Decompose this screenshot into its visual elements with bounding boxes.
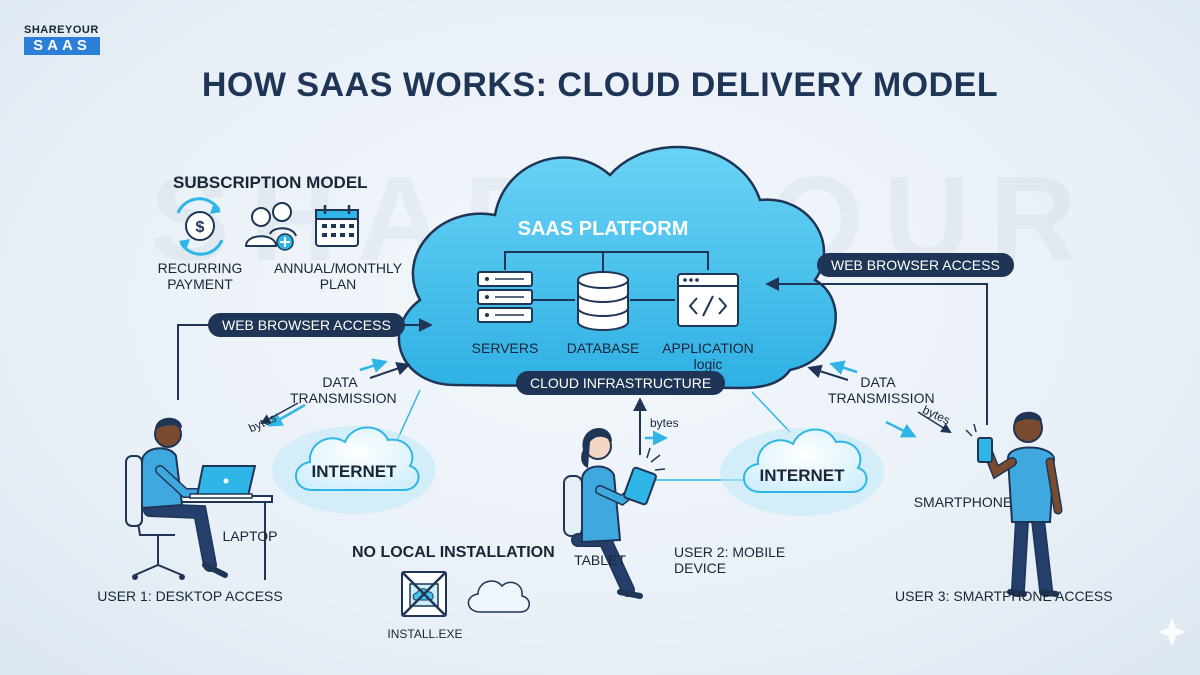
user1-desktop-illustration	[125, 417, 273, 580]
small-cloud-icon	[467, 580, 530, 613]
recurring-payment-icon: $	[176, 197, 224, 256]
left-data-label-2: TRANSMISSION	[290, 390, 397, 406]
svg-text:$: $	[196, 219, 205, 236]
recurring-label-1: RECURRING	[157, 260, 243, 276]
user2-tablet-illustration	[563, 428, 666, 599]
calendar-icon	[315, 205, 359, 247]
plan-label-2: PLAN	[319, 276, 357, 292]
center-bytes-label: bytes	[650, 416, 679, 430]
smartphone-label: SMARTPHONE	[913, 494, 1013, 510]
servers-label: SERVERS	[471, 340, 539, 356]
tablet-upload-arrow	[633, 397, 668, 455]
right-web-browser-badge: WEB BROWSER ACCESS	[817, 253, 1014, 277]
user3-smartphone-illustration	[965, 411, 1063, 597]
platform-title: SAAS PLATFORM	[517, 218, 689, 240]
left-data-label-1: DATA	[322, 374, 358, 390]
cloud-infrastructure-badge: CLOUD INFRASTRUCTURE	[516, 371, 726, 395]
left-data-arrows	[260, 358, 411, 427]
user3-label: USER 3: SMARTPHONE ACCESS	[895, 588, 1113, 604]
subscription-heading: SUBSCRIPTION MODEL	[173, 173, 368, 192]
saas-platform-cloud	[397, 145, 837, 390]
application-logic-label: logic	[693, 356, 723, 372]
sparkle-icon	[1158, 618, 1186, 646]
right-data-arrows	[807, 360, 952, 438]
platform-connectors	[504, 251, 709, 301]
left-web-browser-badge: WEB BROWSER ACCESS	[208, 313, 405, 337]
user2-label-2: DEVICE	[674, 560, 727, 576]
left-internet-cloud	[272, 426, 436, 514]
brand-logo-box: SAAS	[24, 37, 100, 55]
users-plus-icon	[244, 202, 297, 251]
laptop-label: LAPTOP	[222, 528, 278, 544]
brand-logo-top: SHAREYOUR	[24, 24, 99, 36]
tablet-label: TABLET	[574, 552, 626, 568]
application-label: APPLICATION	[662, 340, 754, 356]
database-icon	[577, 271, 629, 331]
user1-label: USER 1: DESKTOP ACCESS	[97, 588, 283, 604]
servers-icon	[477, 271, 533, 323]
right-data-label-2: TRANSMISSION	[828, 390, 935, 406]
right-data-label-1: DATA	[860, 374, 896, 390]
install-file-label: INSTALL.EXE	[387, 627, 463, 641]
code-window-icon	[677, 273, 739, 327]
crossed-installer-icon	[401, 571, 447, 617]
page-title: HOW SAAS WORKS: CLOUD DELIVERY MODEL	[201, 66, 999, 104]
left-internet-label: INTERNET	[311, 462, 397, 481]
right-browser-arrow	[765, 277, 988, 425]
no-install-heading: NO LOCAL INSTALLATION	[352, 544, 555, 561]
plan-label-1: ANNUAL/MONTHLY	[273, 260, 403, 276]
right-internet-label: INTERNET	[759, 466, 845, 485]
user2-label-1: USER 2: MOBILE	[674, 544, 786, 560]
recurring-label-2: PAYMENT	[167, 276, 233, 292]
database-label: DATABASE	[566, 340, 640, 356]
right-internet-cloud	[720, 428, 884, 516]
